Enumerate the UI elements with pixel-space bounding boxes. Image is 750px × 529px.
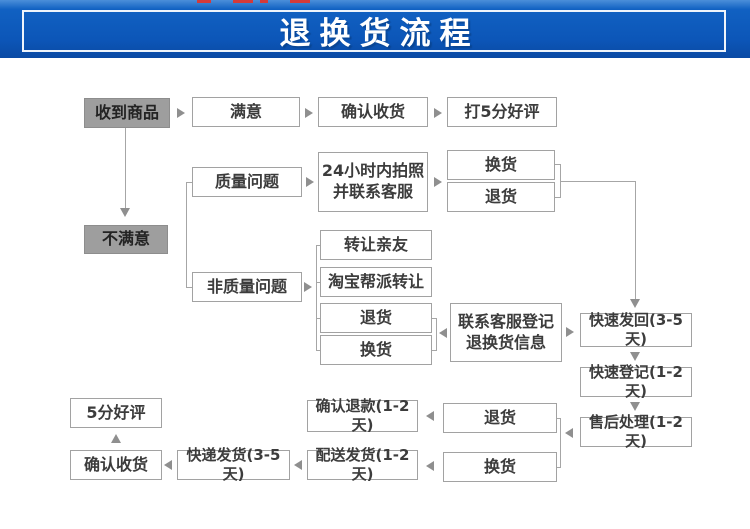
arrow-left-icon bbox=[426, 411, 434, 421]
arrow-right-icon bbox=[434, 108, 442, 118]
node-return-bottom: 退货 bbox=[443, 403, 557, 433]
node-transfer-friends: 转让亲友 bbox=[320, 230, 432, 260]
node-exchange-non-quality: 换货 bbox=[320, 335, 432, 365]
node-contact-service: 联系客服登记 退换货信息 bbox=[450, 303, 562, 362]
arrow-down-icon bbox=[630, 352, 640, 361]
arrow-right-icon bbox=[434, 177, 442, 187]
node-return-non-quality: 退货 bbox=[320, 303, 432, 333]
node-received-goods: 收到商品 bbox=[84, 98, 170, 128]
connector-line bbox=[560, 181, 636, 182]
arrow-up-icon bbox=[111, 434, 121, 443]
node-confirm-receipt-top: 确认收货 bbox=[318, 97, 428, 127]
node-five-star-bottom: 5分好评 bbox=[70, 398, 162, 428]
connector-line bbox=[432, 350, 437, 351]
arrow-right-icon bbox=[306, 177, 314, 187]
node-express-ship: 快递发货(3-5天) bbox=[177, 446, 290, 483]
node-exchange-bottom: 换货 bbox=[443, 452, 557, 482]
node-unsatisfied: 不满意 bbox=[84, 225, 168, 254]
connector-line bbox=[555, 164, 561, 165]
node-after-sale: 售后处理(1-2天) bbox=[580, 413, 692, 450]
node-confirm-receipt-bottom: 确认收货 bbox=[70, 450, 162, 480]
node-confirm-refund: 确认退款(1-2天) bbox=[307, 397, 418, 434]
arrow-left-icon bbox=[294, 460, 302, 470]
connector-line bbox=[316, 245, 317, 351]
node-exchange-quality: 换货 bbox=[447, 150, 555, 180]
connector-line bbox=[556, 418, 561, 419]
connector-line bbox=[316, 282, 321, 283]
node-photo-24h: 24小时内拍照 并联系客服 bbox=[318, 152, 428, 212]
node-fast-send-back: 快速发回(3-5天) bbox=[580, 311, 692, 348]
page-title: 退换货流程 bbox=[279, 15, 480, 52]
node-fast-register: 快速登记(1-2天) bbox=[580, 363, 692, 400]
node-non-quality-issue: 非质量问题 bbox=[192, 272, 302, 302]
arrow-left-icon bbox=[426, 461, 434, 471]
node-satisfied: 满意 bbox=[192, 97, 300, 127]
top-crop-mark bbox=[233, 0, 253, 3]
arrow-down-icon bbox=[120, 208, 130, 217]
arrow-down-icon bbox=[630, 402, 640, 411]
connector-line bbox=[432, 318, 437, 319]
arrow-right-icon bbox=[177, 108, 185, 118]
top-crop-mark bbox=[290, 0, 310, 3]
connector-line bbox=[125, 128, 126, 208]
header-banner: 退换货流程 bbox=[0, 0, 750, 58]
top-crop-mark bbox=[260, 0, 268, 3]
connector-line bbox=[560, 418, 561, 467]
arrow-right-icon bbox=[305, 108, 313, 118]
connector-line bbox=[556, 467, 561, 468]
connector-line bbox=[316, 318, 321, 319]
arrow-left-icon bbox=[565, 428, 573, 438]
arrow-right-icon bbox=[566, 327, 574, 337]
connector-line bbox=[436, 318, 437, 350]
connector-line bbox=[635, 181, 636, 299]
node-delivery-ship: 配送发货(1-2天) bbox=[307, 446, 418, 483]
top-crop-mark bbox=[197, 0, 211, 3]
node-quality-issue: 质量问题 bbox=[192, 167, 302, 197]
connector-line bbox=[316, 350, 321, 351]
banner-inner-border bbox=[22, 10, 726, 52]
connector-line bbox=[186, 182, 192, 183]
arrow-left-icon bbox=[164, 460, 172, 470]
connector-line bbox=[186, 182, 187, 288]
node-five-star-top: 打5分好评 bbox=[447, 97, 557, 127]
arrow-down-icon bbox=[630, 299, 640, 308]
node-taobao-transfer: 淘宝帮派转让 bbox=[320, 267, 432, 297]
arrow-left-icon bbox=[439, 328, 447, 338]
connector-line bbox=[555, 197, 561, 198]
node-return-quality: 退货 bbox=[447, 182, 555, 212]
connector-line bbox=[316, 245, 321, 246]
arrow-right-icon bbox=[304, 282, 312, 292]
connector-line bbox=[186, 287, 192, 288]
